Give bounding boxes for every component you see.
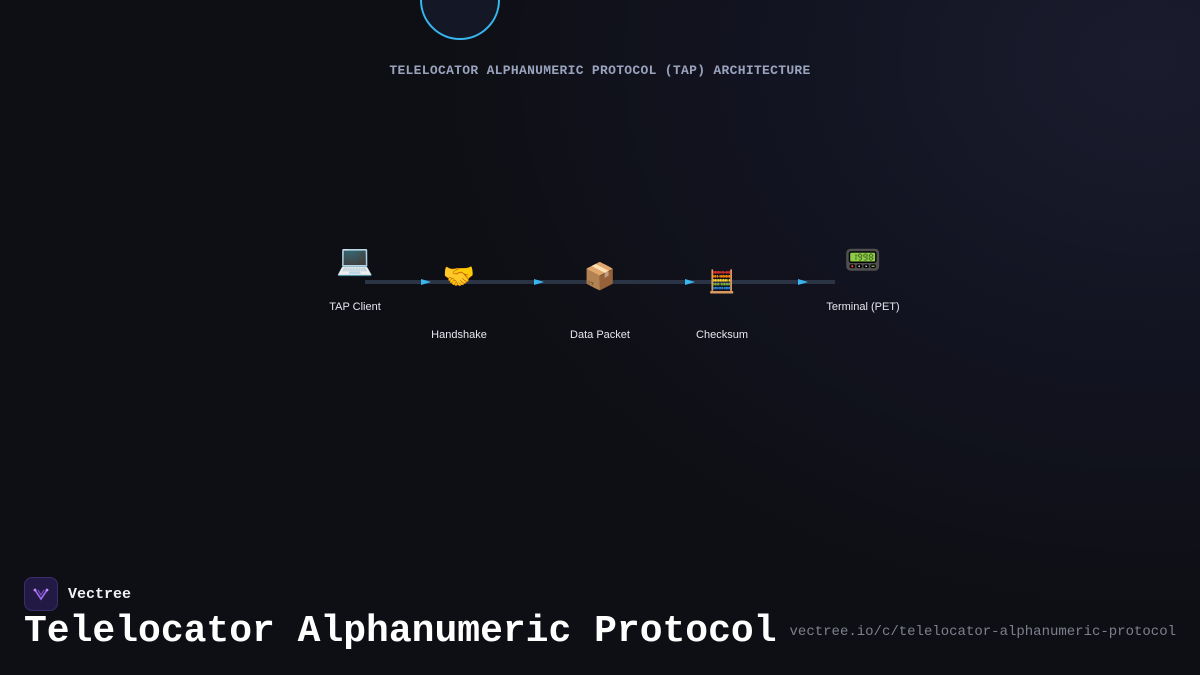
node-terminal[interactable]: 📟 xyxy=(838,243,888,279)
brand[interactable]: Vectree xyxy=(24,577,131,611)
vectree-logo-icon xyxy=(24,577,58,611)
node-data-packet[interactable]: 📦 xyxy=(578,259,622,295)
handshake-icon: 🤝 xyxy=(442,262,476,292)
node-label-tap-client: TAP Client xyxy=(329,301,381,313)
node-handshake[interactable]: 🤝 xyxy=(437,259,481,295)
diagram-title: TELELOCATOR ALPHANUMERIC PROTOCOL (TAP) … xyxy=(389,63,811,78)
node-label-handshake: Handshake xyxy=(431,329,487,341)
page-url[interactable]: vectree.io/c/telelocator-alphanumeric-pr… xyxy=(789,624,1176,640)
node-label-data-packet: Data Packet xyxy=(570,329,630,341)
node-label-terminal: Terminal (PET) xyxy=(826,301,900,313)
arrow-head-3 xyxy=(685,279,695,285)
node-tap-client[interactable]: 💻 xyxy=(330,243,380,279)
arrow-head-2 xyxy=(534,279,544,285)
node-checksum[interactable]: 🧮 xyxy=(702,265,742,301)
abacus-icon: 🧮 xyxy=(708,270,736,295)
laptop-icon: 💻 xyxy=(336,243,374,278)
arrow-head-4 xyxy=(798,279,808,285)
page-title: Telelocator Alphanumeric Protocol xyxy=(24,610,777,653)
pager-icon: 📟 xyxy=(844,243,882,278)
brand-name: Vectree xyxy=(68,585,132,603)
arrow-head-1 xyxy=(421,279,431,285)
node-label-checksum: Checksum xyxy=(696,329,748,341)
package-icon: 📦 xyxy=(583,262,617,292)
